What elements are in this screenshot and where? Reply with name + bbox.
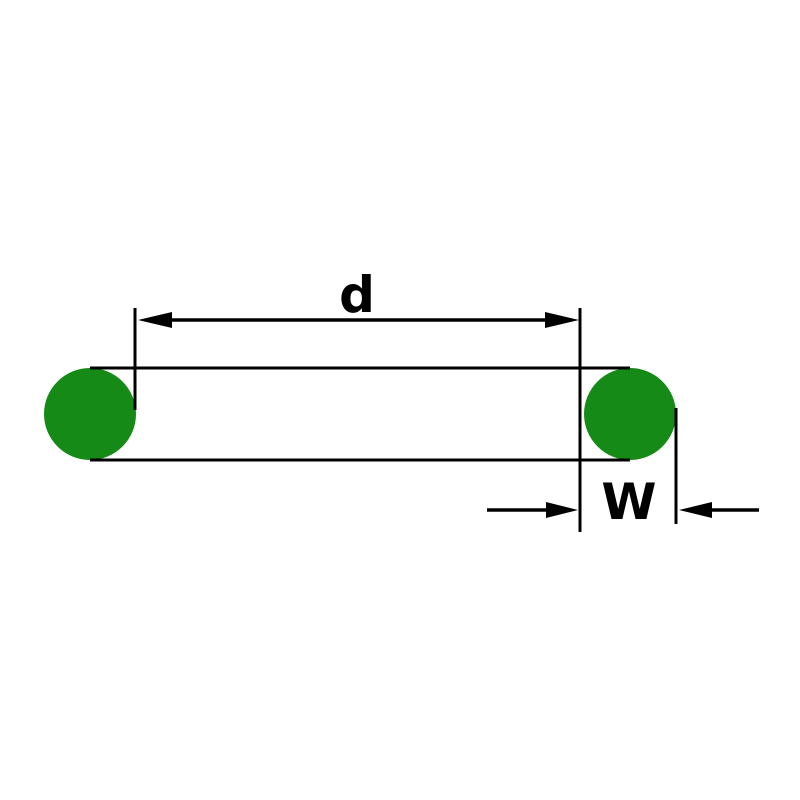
inner-diameter-label: d — [339, 266, 375, 324]
w-arrowhead-left-icon — [546, 502, 578, 518]
oring-cross-sections — [44, 368, 676, 460]
w-arrowhead-right-icon — [679, 502, 712, 518]
oring-right-cross-section-circle — [584, 368, 676, 460]
diagram-fills: d W — [138, 266, 712, 531]
oring-left-cross-section-circle — [44, 368, 136, 460]
diagram-linework — [90, 308, 759, 532]
d-arrowhead-right-icon — [545, 312, 579, 328]
d-arrowhead-left-icon — [138, 312, 172, 328]
cross-section-width-label: W — [601, 473, 656, 531]
